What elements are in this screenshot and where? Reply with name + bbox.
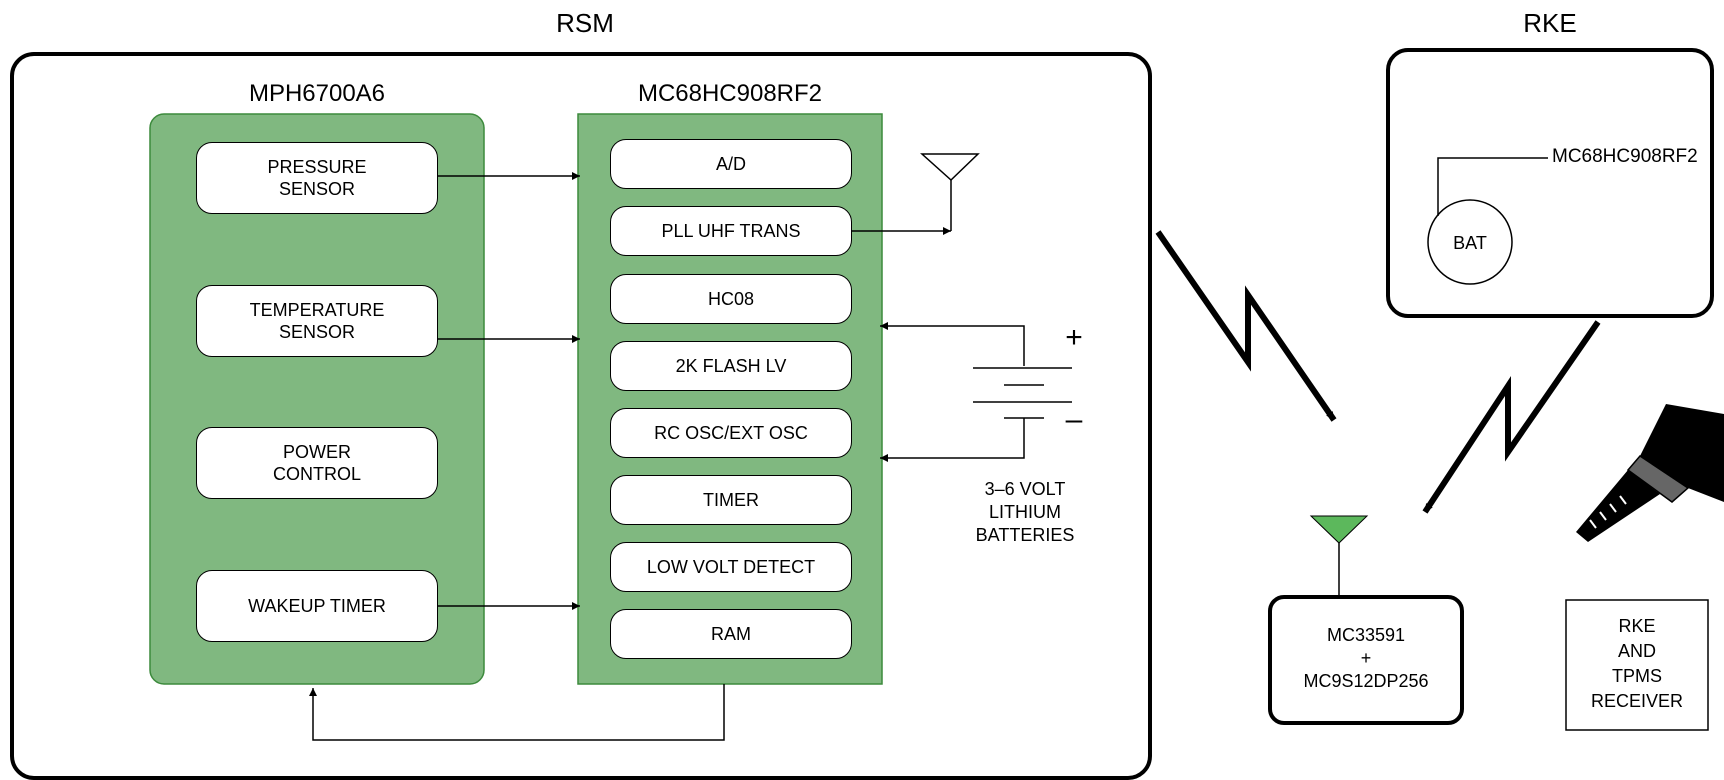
rsm-wireless-link — [1155, 230, 1337, 422]
mcu-chip-body — [577, 113, 883, 685]
pressure-sensor-block: PRESSURE SENSOR — [196, 142, 438, 214]
battery-positive-wire — [880, 322, 1025, 366]
wakeup-timer-block: WAKEUP TIMER — [196, 570, 438, 642]
rke-title: RKE — [1523, 8, 1577, 38]
ad-block: A/D — [610, 139, 852, 189]
mcu-chip-title: MC68HC908RF2 — [637, 80, 823, 107]
rke-battery-label: BAT — [1453, 233, 1487, 253]
rke-battery-circle — [1427, 199, 1513, 285]
low-volt-detect-block: LOW VOLT DETECT — [610, 542, 852, 592]
rke-wireless-link — [1422, 320, 1601, 514]
rsm-outline — [10, 52, 1152, 780]
sensor-chip-body — [149, 113, 485, 685]
receiver-caption: RKE AND TPMS RECEIVER — [1590, 616, 1684, 711]
battery-plus-label: + — [1065, 321, 1083, 354]
flash-block: 2K FLASH LV — [610, 341, 852, 391]
temperature-sensor-block: TEMPERATURE SENSOR — [196, 285, 438, 357]
battery-minus-label: – — [1065, 403, 1083, 436]
sensor-chip-title: MPH6700A6 — [248, 80, 386, 107]
receiver-chip-label: MC33591 + MC9S12DP256 — [1303, 625, 1429, 691]
rsm-antenna-icon — [920, 153, 980, 182]
pll-uhf-trans-block: PLL UHF TRANS — [610, 206, 852, 256]
power-control-block: POWER CONTROL — [196, 427, 438, 499]
rke-chip-label: MC68HC908RF2 — [1552, 146, 1698, 167]
battery-negative-wire — [880, 418, 1025, 462]
receiver-chip-outline — [1268, 595, 1464, 725]
battery-caption: 3–6 VOLT LITHIUM BATTERIES — [975, 479, 1075, 545]
ram-block: RAM — [610, 609, 852, 659]
rke-outline — [1386, 48, 1714, 318]
hc08-block: HC08 — [610, 274, 852, 324]
oscillator-block: RC OSC/EXT OSC — [610, 408, 852, 458]
battery-symbol-icon — [973, 367, 1072, 419]
receiver-antenna-icon — [1309, 515, 1369, 544]
timer-block: TIMER — [610, 475, 852, 525]
rke-battery-lead — [1437, 157, 1548, 216]
car-key-icon — [1576, 404, 1724, 542]
receiver-caption-outline — [1565, 599, 1709, 731]
rsm-title: RSM — [556, 8, 614, 38]
feedback-line — [309, 684, 725, 741]
